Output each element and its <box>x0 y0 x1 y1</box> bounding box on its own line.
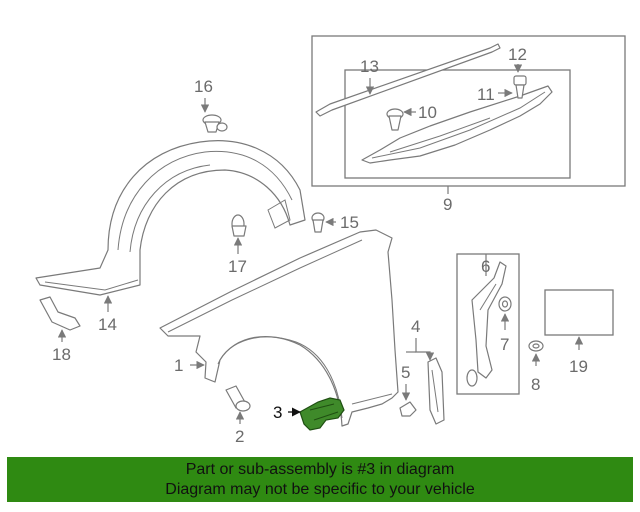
callout-4: 4 <box>411 317 420 336</box>
callout-15: 15 <box>340 213 359 232</box>
fender-seal-9 <box>361 85 553 164</box>
callout-17: 17 <box>228 257 247 276</box>
callout-9: 9 <box>443 195 452 214</box>
clip-16 <box>202 114 228 133</box>
bolt-2 <box>225 385 251 412</box>
group-box-11 <box>344 69 571 179</box>
callout-2: 2 <box>235 427 244 446</box>
parts-diagram: 13 12 11 10 9 16 15 17 14 18 1 2 3 5 4 6… <box>35 35 626 446</box>
callout-1: 1 <box>174 356 183 375</box>
callout-5: 5 <box>401 363 410 382</box>
callout-6: 6 <box>481 257 490 276</box>
info-banner: Part or sub-assembly is #3 in diagram Di… <box>7 457 633 502</box>
clip-10 <box>386 108 404 131</box>
callout-14: 14 <box>98 315 117 334</box>
group-box-9 <box>311 35 626 187</box>
bracket-6 <box>466 261 507 387</box>
clip-7 <box>498 296 512 312</box>
group-box-6 <box>456 253 520 395</box>
label-plate-19 <box>544 289 614 336</box>
fender-bracket-3-highlighted <box>299 397 345 431</box>
callout-12: 12 <box>508 45 527 64</box>
callout-10: 10 <box>418 103 437 122</box>
bracket-4 <box>427 357 445 425</box>
callout-7: 7 <box>500 335 509 354</box>
clip-8 <box>528 340 544 352</box>
front-fender-1 <box>159 229 399 427</box>
clip-17 <box>231 214 247 237</box>
callout-3: 3 <box>273 403 282 422</box>
clip-15 <box>311 212 325 233</box>
callout-11: 11 <box>477 85 495 104</box>
clip-5 <box>399 401 417 417</box>
callout-19: 19 <box>569 357 588 376</box>
bracket-18 <box>39 296 81 331</box>
seal-strip-13 <box>315 43 501 117</box>
banner-line-2: Diagram may not be specific to your vehi… <box>165 481 475 498</box>
fender-liner-14 <box>35 140 306 296</box>
clip-12 <box>513 75 527 99</box>
callout-16: 16 <box>194 77 213 96</box>
callout-18: 18 <box>52 345 71 364</box>
callout-8: 8 <box>531 375 540 394</box>
banner-line-1: Part or sub-assembly is #3 in diagram <box>185 461 455 478</box>
callout-13: 13 <box>360 57 379 76</box>
